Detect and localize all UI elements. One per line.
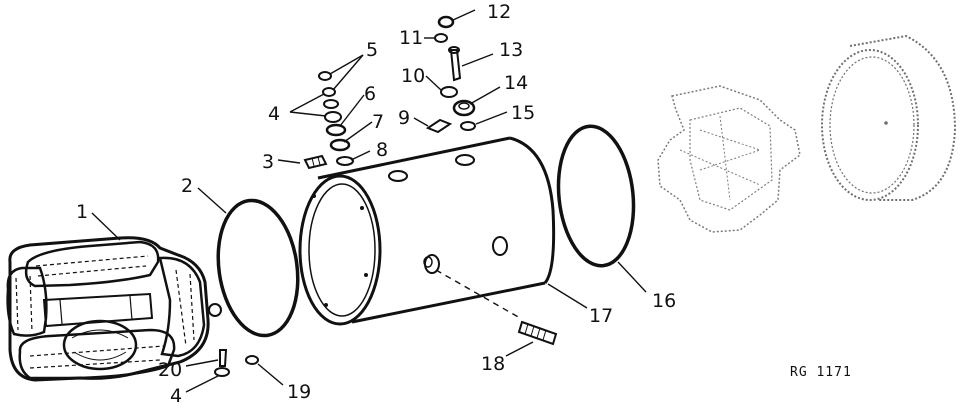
callout-12: 12 (487, 1, 511, 23)
callout-16: 16 (652, 290, 676, 312)
leader-lines (91, 9, 647, 393)
callout-2: 2 (181, 175, 193, 197)
callout-10: 10 (401, 65, 425, 87)
callout-labels: 1 2 3 4 5 6 7 8 9 10 11 12 13 14 15 16 1… (76, 1, 676, 407)
callout-5: 5 (366, 39, 378, 61)
callout-20: 20 (158, 359, 182, 381)
callout-11: 11 (399, 27, 423, 49)
motor-housing (298, 136, 556, 326)
callout-13: 13 (499, 39, 523, 61)
callout-6: 6 (364, 83, 376, 105)
callout-15: 15 (511, 102, 535, 124)
callout-19: 19 (287, 381, 311, 403)
gasket-left (216, 198, 300, 338)
gasket-right (556, 124, 636, 268)
hardware-parts (214, 15, 558, 377)
field-coil-assembly (6, 236, 222, 382)
callout-17: 17 (589, 305, 613, 327)
end-cover (821, 34, 957, 201)
callout-14: 14 (504, 72, 528, 94)
callout-8: 8 (376, 139, 388, 161)
callout-7: 7 (372, 111, 384, 133)
callout-4-bottom: 4 (170, 385, 182, 407)
callout-18: 18 (481, 353, 505, 375)
callout-1: 1 (76, 201, 88, 223)
callout-3: 3 (262, 151, 274, 173)
figure-code: RG 1171 (790, 365, 852, 380)
brush-holder-assembly (657, 85, 801, 233)
callout-9: 9 (398, 107, 410, 129)
callout-4: 4 (268, 103, 280, 125)
